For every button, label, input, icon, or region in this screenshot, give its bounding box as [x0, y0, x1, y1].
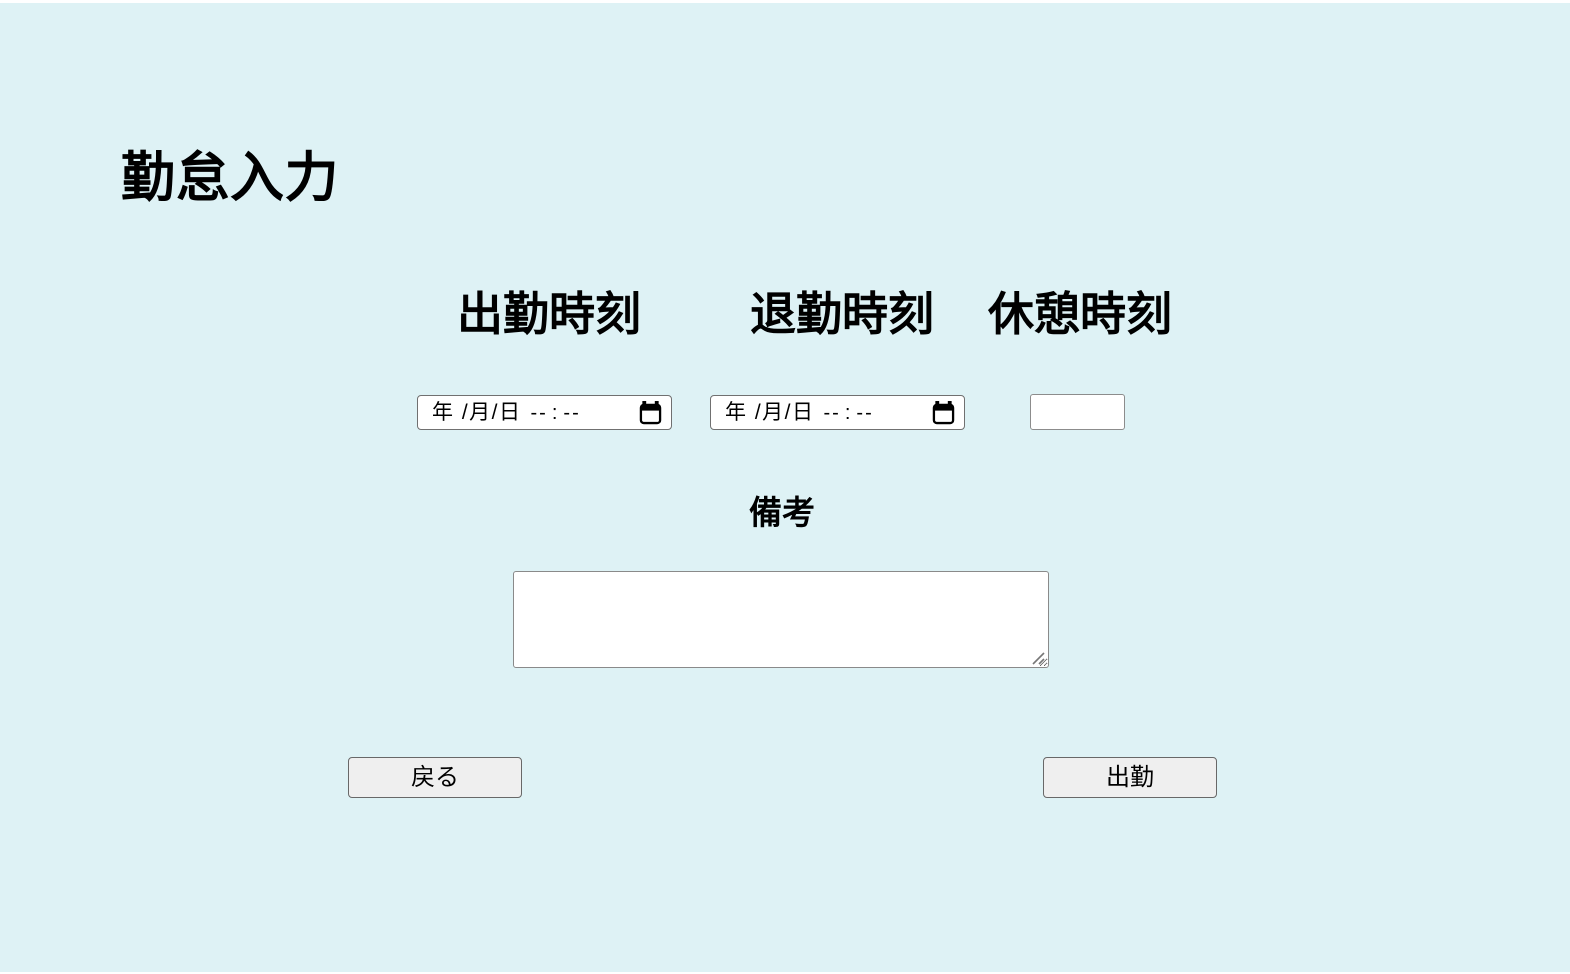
remarks-label: 備考: [749, 494, 815, 531]
page-title: 勤怠入力: [121, 148, 339, 208]
checkout-hour-field[interactable]: --: [823, 401, 841, 424]
checkin-minute-field[interactable]: --: [563, 401, 581, 424]
checkin-time-placeholder[interactable]: -- : --: [531, 403, 581, 423]
page-background: [0, 3, 1570, 972]
checkin-datetime-input[interactable]: 年 /月/日 -- : --: [417, 395, 672, 430]
checkin-time-label: 出勤時刻: [457, 288, 641, 340]
checkout-time-separator: :: [844, 401, 853, 424]
break-time-input[interactable]: [1030, 394, 1125, 430]
back-button[interactable]: 戻る: [348, 757, 522, 798]
calendar-icon[interactable]: [639, 400, 662, 425]
checkout-date-placeholder[interactable]: 年 /月/日: [725, 401, 815, 424]
checkout-datetime-input[interactable]: 年 /月/日 -- : --: [710, 395, 965, 430]
checkin-time-separator: :: [551, 401, 560, 424]
checkout-minute-field[interactable]: --: [856, 401, 874, 424]
checkout-time-placeholder[interactable]: -- : --: [824, 403, 874, 423]
checkin-date-placeholder[interactable]: 年 /月/日: [432, 401, 522, 424]
clock-in-button[interactable]: 出勤: [1043, 757, 1217, 798]
break-time-label: 休憩時刻: [988, 288, 1172, 340]
remarks-textarea[interactable]: [513, 571, 1049, 668]
calendar-icon[interactable]: [932, 400, 955, 425]
checkin-hour-field[interactable]: --: [530, 401, 548, 424]
checkout-time-label: 退勤時刻: [750, 288, 934, 340]
